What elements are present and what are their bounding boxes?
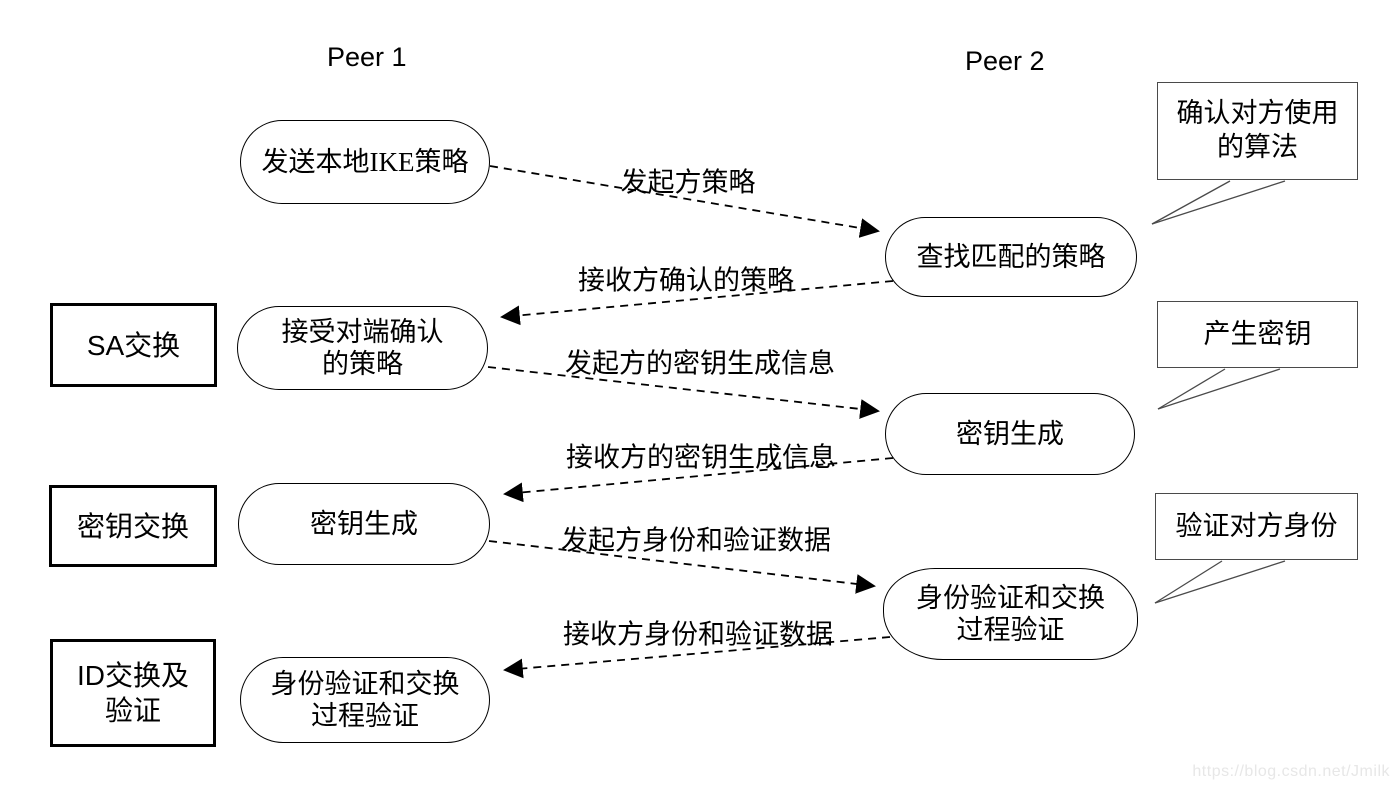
callout-generate-key: 产生密钥 (1157, 301, 1358, 368)
phase-box-key-exchange: 密钥交换 (49, 485, 217, 567)
arrow-responder-confirmed-policy (500, 280, 894, 326)
message-label-initiator-identity-data: 发起方身份和验证数据 (561, 525, 831, 556)
step-ellipse-send-local-ike-policy: 发送本地IKE策略 (240, 120, 490, 204)
arrow-responder-identity-data (503, 636, 891, 679)
arrow-initiator-identity-data (488, 540, 876, 594)
step-ellipse-key-generation-peer2: 密钥生成 (885, 393, 1135, 475)
phase-box-id-exchange-verify: ID交换及 验证 (50, 639, 216, 747)
arrow-responder-keygen-info (503, 457, 894, 503)
callout-tail-confirm-algorithm (1151, 180, 1231, 225)
step-ellipse-identity-verification-peer1: 身份验证和交换 过程验证 (240, 657, 490, 743)
peer2-title: Peer 2 (965, 46, 1045, 76)
callout-confirm-algorithm: 确认对方使用 的算法 (1157, 82, 1358, 180)
peer1-title: Peer 1 (327, 42, 407, 72)
arrow-initiator-keygen-info (487, 366, 880, 419)
callout-tail-verify-identity (1154, 560, 1223, 604)
step-ellipse-key-generation-peer1: 密钥生成 (238, 483, 490, 565)
step-ellipse-accept-peer-confirmed-policy: 接受对端确认 的策略 (237, 306, 488, 390)
watermark: https://blog.csdn.net/Jmilk (1192, 763, 1390, 780)
message-label-initiator-policy: 发起方策略 (620, 167, 756, 198)
callout-tail-verify-identity (1154, 560, 1286, 604)
message-label-responder-keygen-info: 接收方的密钥生成信息 (566, 442, 836, 473)
message-label-responder-identity-data: 接收方身份和验证数据 (563, 619, 833, 650)
arrow-initiator-policy (489, 165, 880, 238)
callout-tail-generate-key (1157, 368, 1226, 410)
callout-verify-identity: 验证对方身份 (1155, 493, 1358, 560)
message-label-initiator-keygen-info: 发起方的密钥生成信息 (565, 348, 835, 379)
step-ellipse-find-matching-policy: 查找匹配的策略 (885, 217, 1137, 297)
step-ellipse-identity-verification-peer2: 身份验证和交换 过程验证 (883, 568, 1138, 660)
phase-box-sa-exchange: SA交换 (50, 303, 217, 387)
callout-tail-generate-key (1157, 368, 1281, 410)
callout-tail-confirm-algorithm (1151, 180, 1286, 225)
message-label-responder-confirmed-policy: 接收方确认的策略 (578, 265, 794, 296)
